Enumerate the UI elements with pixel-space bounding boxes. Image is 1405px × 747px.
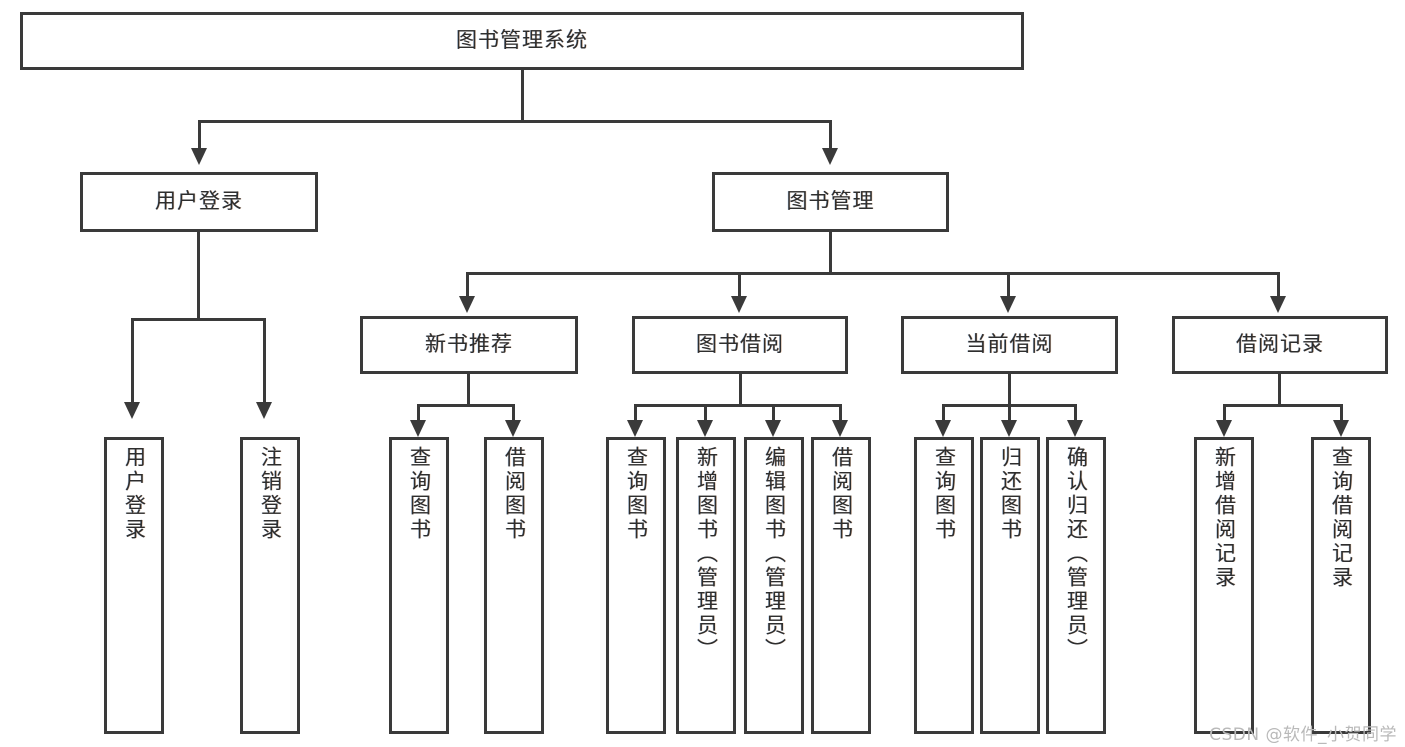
leaf-label: 借阅图书 (502, 446, 527, 542)
edge-current-borrow-stem (1008, 374, 1011, 406)
leaf-user-login-login[interactable]: 用户登录 (104, 437, 164, 734)
edge-borrow-record-to-leaf-1 (1340, 404, 1343, 424)
edge-new-book-bus (417, 404, 515, 407)
leaf-label: 编辑图书（管理员） (762, 446, 787, 662)
edge-borrow-record-bus (1223, 404, 1343, 407)
leaf-label: 借阅图书 (829, 446, 854, 542)
edge-new-book-to-leaf-1 (512, 404, 515, 424)
leaf-book-borrow-edit-book[interactable]: 编辑图书（管理员） (744, 437, 804, 734)
edge-book-manage-bus (466, 272, 1278, 275)
edge-current-borrow-to-leaf-0 (942, 404, 945, 424)
arrowhead-book-borrow-leaf-3 (832, 420, 848, 437)
leaf-label: 注销登录 (258, 446, 283, 542)
arrowhead-borrow-record-leaf-0 (1216, 420, 1232, 437)
edge-book-manage-to-level2-1 (738, 272, 741, 298)
edge-user-login-to-leaf-0 (131, 318, 134, 404)
edge-book-borrow-bus (634, 404, 842, 407)
arrowhead-borrow-record-leaf-1 (1333, 420, 1349, 437)
leaf-book-borrow-add-book[interactable]: 新增图书（管理员） (676, 437, 736, 734)
arrowhead-level2-2 (1000, 296, 1016, 313)
leaf-new-book-query-book[interactable]: 查询图书 (389, 437, 449, 734)
edge-new-book-to-leaf-0 (417, 404, 420, 424)
edge-user-login-bus (131, 318, 266, 321)
edge-root-to-user-login (198, 120, 201, 150)
arrowhead-user-login-leaf-1 (256, 402, 272, 419)
node-new-book-recommend[interactable]: 新书推荐 (360, 316, 578, 374)
arrowhead-user-login (191, 148, 207, 165)
leaf-current-borrow-return-book[interactable]: 归还图书 (980, 437, 1040, 734)
node-book-borrow[interactable]: 图书借阅 (632, 316, 848, 374)
leaf-current-borrow-query-book[interactable]: 查询图书 (914, 437, 974, 734)
node-label: 借阅记录 (1236, 332, 1324, 357)
edge-book-manage-to-level2-2 (1007, 272, 1010, 298)
node-label: 图书管理 (786, 189, 875, 214)
node-book-management[interactable]: 图书管理 (712, 172, 949, 232)
arrowhead-current-borrow-leaf-0 (935, 420, 951, 437)
arrowhead-level2-0 (459, 296, 475, 313)
edge-book-manage-stem (829, 232, 832, 274)
leaf-borrow-record-query-record[interactable]: 查询借阅记录 (1311, 437, 1371, 734)
edge-user-login-stem (197, 232, 200, 320)
arrowhead-book-manage (822, 148, 838, 165)
leaf-label: 新增借阅记录 (1212, 446, 1237, 590)
edge-borrow-record-to-leaf-0 (1223, 404, 1226, 424)
edge-book-borrow-stem (739, 374, 742, 406)
leaf-label: 新增图书（管理员） (694, 446, 719, 662)
leaf-current-borrow-confirm-return[interactable]: 确认归还（管理员） (1046, 437, 1106, 734)
leaf-label: 归还图书 (998, 446, 1023, 542)
node-user-login[interactable]: 用户登录 (80, 172, 318, 232)
leaf-label: 查询图书 (932, 446, 957, 542)
leaf-label: 用户登录 (122, 446, 147, 542)
leaf-new-book-borrow-book[interactable]: 借阅图书 (484, 437, 544, 734)
leaf-label: 确认归还（管理员） (1064, 446, 1089, 662)
edge-current-borrow-to-leaf-2 (1074, 404, 1077, 424)
leaf-label: 查询借阅记录 (1329, 446, 1354, 590)
csdn-watermark: CSDN @软件_小贺同学 (1209, 725, 1397, 745)
arrowhead-current-borrow-leaf-1 (1001, 420, 1017, 437)
edge-root-stem (521, 70, 524, 120)
edge-current-borrow-to-leaf-1 (1008, 404, 1011, 424)
node-label: 图书管理系统 (456, 28, 588, 53)
arrowhead-new-book-leaf-1 (505, 420, 521, 437)
node-label: 当前借阅 (965, 332, 1054, 357)
leaf-book-borrow-query-book[interactable]: 查询图书 (606, 437, 666, 734)
edge-book-borrow-to-leaf-0 (634, 404, 637, 424)
arrowhead-book-borrow-leaf-0 (627, 420, 643, 437)
arrowhead-current-borrow-leaf-2 (1067, 420, 1083, 437)
node-label: 图书借阅 (696, 332, 784, 357)
node-current-borrow[interactable]: 当前借阅 (901, 316, 1118, 374)
edge-root-bus (198, 120, 832, 123)
arrowhead-user-login-leaf-0 (124, 402, 140, 419)
edge-book-borrow-to-leaf-2 (772, 404, 775, 424)
node-root-system[interactable]: 图书管理系统 (20, 12, 1024, 70)
edge-book-manage-to-level2-0 (466, 272, 469, 298)
edge-root-to-book-manage (829, 120, 832, 150)
arrowhead-book-borrow-leaf-1 (697, 420, 713, 437)
edge-book-borrow-to-leaf-1 (704, 404, 707, 424)
node-borrow-record[interactable]: 借阅记录 (1172, 316, 1388, 374)
arrowhead-book-borrow-leaf-2 (765, 420, 781, 437)
edge-new-book-stem (467, 374, 470, 406)
node-label: 新书推荐 (425, 332, 513, 357)
leaf-label: 查询图书 (624, 446, 649, 542)
arrowhead-level2-1 (731, 296, 747, 313)
leaf-label: 查询图书 (407, 446, 432, 542)
node-label: 用户登录 (155, 189, 243, 214)
edge-user-login-to-leaf-1 (263, 318, 266, 404)
leaf-borrow-record-add-record[interactable]: 新增借阅记录 (1194, 437, 1254, 734)
edge-book-manage-to-level2-3 (1277, 272, 1280, 298)
leaf-book-borrow-borrow-book[interactable]: 借阅图书 (811, 437, 871, 734)
edge-book-borrow-to-leaf-3 (839, 404, 842, 424)
leaf-user-login-logout[interactable]: 注销登录 (240, 437, 300, 734)
arrowhead-new-book-leaf-0 (410, 420, 426, 437)
arrowhead-level2-3 (1270, 296, 1286, 313)
edge-borrow-record-stem (1278, 374, 1281, 406)
